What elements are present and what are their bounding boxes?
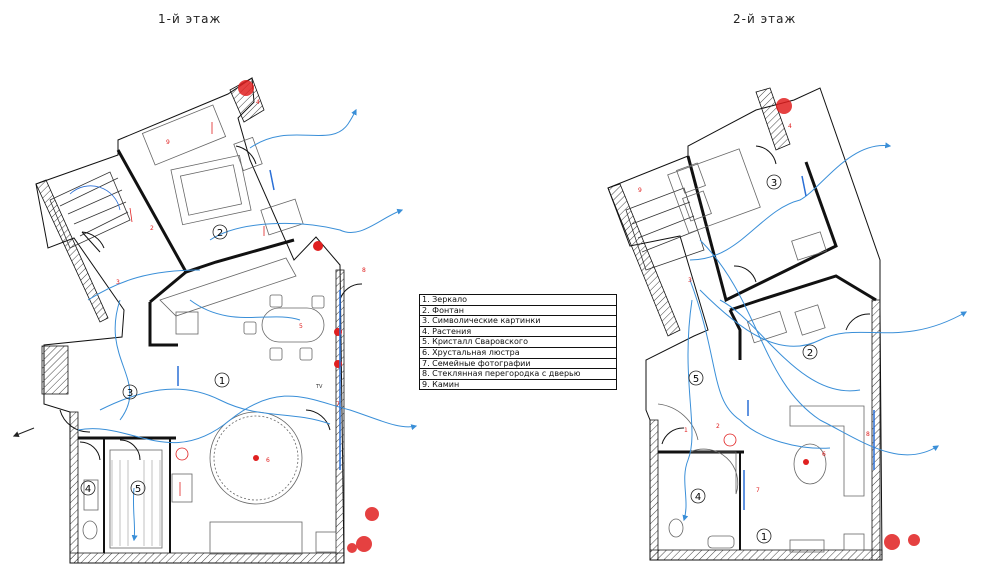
floor-1-furniture [82, 104, 337, 555]
floor-2-inner-wall-3 [728, 309, 742, 360]
floor-2-room-1: 1 [761, 532, 767, 543]
floor-2-room-3: 3 [771, 178, 777, 189]
floor-1-inner-wall-3 [148, 302, 178, 347]
floor-2-wall-hatch [607, 183, 681, 337]
floor-2-wall-hatch-4 [649, 549, 883, 561]
floor-1-wall-hatch-2 [35, 179, 109, 323]
floor-1-wall-hatch-4 [69, 552, 345, 564]
floor-1-stairs [49, 171, 131, 249]
floor-1-red-ticks [129, 122, 265, 496]
floor-1-marker-2: 2 [150, 225, 154, 232]
floor-2-marker-4: 4 [788, 123, 792, 130]
floor-2-marker-7: 7 [756, 487, 760, 494]
floor-2-marker-2: 2 [716, 423, 720, 430]
floor-1-inner-wall-2 [149, 270, 187, 304]
floor-2-markers: 1 2 3 4 6 7 8 9 [638, 98, 920, 550]
floor-2-wall-hatch-3 [871, 299, 881, 561]
floor-1-doors [59, 145, 363, 461]
legend-row: 5. Кристалл Сваровского [420, 337, 616, 348]
floor-2-room-2: 2 [807, 348, 813, 359]
legend-row: 1. Зеркало [420, 295, 616, 306]
floor-1-exit-arrow [12, 427, 35, 438]
floor-2-marker-3: 3 [688, 277, 692, 284]
floor-1-room-1: 1 [219, 376, 225, 387]
floor-1-marker-4: 4 [256, 99, 260, 106]
floor-2-doors [661, 145, 871, 445]
floor-1-markers: 2 3 4 5 6 7 8 9 TV [116, 80, 379, 553]
floor-1-marker-3: 3 [116, 279, 120, 286]
legend-row: 6. Хрустальная люстра [420, 348, 616, 359]
floor-2-wall-hatch-2 [755, 87, 791, 151]
floor-2-wall-hatch-5 [649, 419, 659, 561]
legend-row: 3. Символические картинки [420, 316, 616, 327]
floor-1-airflow [77, 108, 418, 542]
floor-1-marker-5: 5 [299, 323, 303, 330]
legend-row: 7. Семейные фотографии [420, 359, 616, 370]
floor-2-title: 2-й этаж [733, 12, 797, 26]
floor-1-room-numbers: 1 2 3 4 5 [80, 224, 230, 496]
floor-2-airflow [682, 142, 968, 522]
floor-1-marker-9: 9 [166, 139, 170, 146]
legend-table: 1. Зеркало 2. Фонтан 3. Символические ка… [419, 294, 617, 391]
floor-2-blue-glass [743, 175, 875, 510]
floor-2-furniture [657, 148, 865, 553]
floor-2-plan: 1 2 3 4 5 1 2 3 4 6 7 8 9 [607, 87, 968, 561]
floor-2-inner-wall-2 [729, 274, 877, 312]
legend-row: 8. Стеклянная перегородка с дверью [420, 369, 616, 380]
floor-1-marker-7: 7 [336, 401, 340, 408]
floor-1-blue-glass [177, 169, 341, 470]
floor-1-marker-8: 8 [362, 267, 366, 274]
legend-row: 4. Растения [420, 327, 616, 338]
floor-2-room-numbers: 1 2 3 4 5 [688, 174, 818, 544]
floor-2-stairs [625, 187, 705, 271]
floor-1-marker-6: 6 [266, 457, 270, 464]
floor-1-fireplace [41, 345, 69, 395]
floor-1-room-5: 5 [135, 484, 141, 495]
floor-1-room-3: 3 [127, 388, 133, 399]
floor-2-room-4: 4 [695, 492, 701, 503]
floor-1-tv-label: TV [315, 384, 323, 390]
floor-2-inner-walls [686, 155, 838, 303]
floor-1-room-2: 2 [217, 228, 223, 239]
floor-2-marker-8: 8 [866, 431, 870, 438]
floor-1-room-4: 4 [85, 484, 91, 495]
legend-row: 2. Фонтан [420, 306, 616, 317]
floor-2-outer-wall [607, 87, 883, 561]
floor-1-wall-hatch-5 [69, 411, 79, 564]
floor-1-wardrobe [111, 460, 161, 546]
floor-1-title: 1-й этаж [158, 12, 222, 26]
floor-1-plan: 1 2 3 4 5 2 3 4 5 6 7 8 [12, 77, 418, 564]
floor-1-inner-walls [116, 149, 295, 274]
floor-2-marker-6: 6 [822, 451, 826, 458]
floor-2-marker-1: 1 [684, 427, 688, 434]
legend-row: 9. Камин [422, 379, 460, 389]
floor-2-marker-9: 9 [638, 187, 642, 194]
floor-2-room-5: 5 [693, 374, 699, 385]
